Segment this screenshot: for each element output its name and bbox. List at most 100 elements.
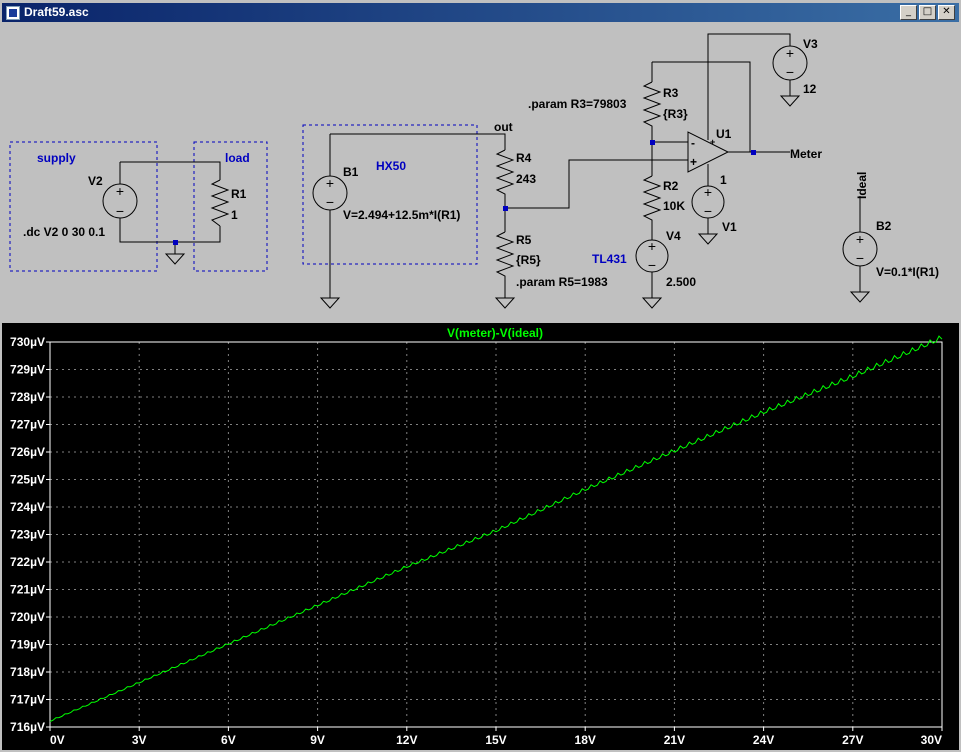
y-tick-label: 722µV: [10, 555, 45, 569]
v4-label: TL431: [592, 252, 627, 266]
junction-dot: [650, 140, 655, 145]
y-tick-label: 724µV: [10, 500, 45, 514]
opamp-minus-label: -: [691, 136, 695, 150]
y-tick-label: 727µV: [10, 418, 45, 432]
svg-text:+: +: [326, 175, 334, 191]
r3-value: {R3}: [663, 107, 688, 121]
r1-resistor: [210, 179, 230, 227]
net-meter-label: Meter: [790, 147, 822, 161]
x-tick-label: 15V: [485, 733, 506, 747]
opamp-plus-label: +: [690, 155, 697, 169]
v1-source: [691, 185, 725, 219]
x-tick-label: 9V: [310, 733, 325, 747]
plot-title[interactable]: V(meter)-V(ideal): [447, 326, 543, 340]
junction-dot: [503, 206, 508, 211]
r2-name: R2: [663, 179, 679, 193]
close-button[interactable]: ✕: [938, 5, 955, 20]
y-tick-label: 719µV: [10, 638, 45, 652]
y-tick-label: 720µV: [10, 610, 45, 624]
ltspice-app-icon[interactable]: [6, 6, 20, 20]
y-tick-label: 730µV: [10, 335, 45, 349]
svg-text:+: +: [648, 238, 656, 254]
svg-text:−: −: [786, 64, 794, 80]
v1-name: V1: [722, 220, 737, 234]
minimize-button[interactable]: _: [900, 5, 917, 20]
u1-opamp: [687, 131, 730, 173]
junction-dot: [751, 150, 756, 155]
b1-source: [312, 175, 348, 211]
x-tick-label: 24V: [753, 733, 774, 747]
title-bar[interactable]: Draft59.asc _ □ ✕: [2, 3, 959, 22]
r4-value: 243: [516, 172, 536, 186]
y-tick-label: 723µV: [10, 528, 45, 542]
hx50-box: [302, 124, 478, 265]
y-tick-label: 721µV: [10, 583, 45, 597]
b1-name: B1: [343, 165, 359, 179]
dc-directive: .dc V2 0 30 0.1: [23, 225, 105, 239]
y-tick-label: 716µV: [10, 720, 45, 734]
svg-text:+: +: [856, 231, 864, 247]
x-tick-label: 3V: [132, 733, 147, 747]
svg-text:+: +: [704, 184, 712, 200]
junction-dot: [173, 240, 178, 245]
r5-resistor: [495, 231, 515, 298]
schematic-canvas[interactable]: + − + − + − + − + − + − supply load HX50 .dc V…: [4, 24, 957, 316]
r3-resistor: [642, 81, 662, 176]
x-tick-label: 6V: [221, 733, 236, 747]
v3-source: [772, 45, 808, 81]
u1-name: U1: [716, 127, 732, 141]
x-tick-label: 0V: [50, 733, 65, 747]
load-box: [193, 141, 268, 272]
y-tick-label: 728µV: [10, 390, 45, 404]
v3-name: V3: [803, 37, 818, 51]
svg-text:−: −: [116, 203, 124, 219]
y-tick-label: 726µV: [10, 445, 45, 459]
y-tick-label: 717µV: [10, 693, 45, 707]
svg-text:−: −: [326, 194, 334, 210]
v4-source: [635, 239, 669, 273]
svg-text:+: +: [786, 45, 794, 61]
r4-name: R4: [516, 151, 532, 165]
net-out-label: out: [494, 120, 513, 134]
opamp-top-plus: +: [710, 137, 715, 147]
x-tick-label: 27V: [842, 733, 863, 747]
x-tick-label: 30V: [921, 733, 942, 747]
v4-value: 2.500: [666, 275, 696, 289]
x-tick-label: 21V: [664, 733, 685, 747]
v2-name: V2: [88, 174, 103, 188]
x-tick-label: 18V: [575, 733, 596, 747]
svg-text:−: −: [856, 250, 864, 266]
b2-name: B2: [876, 219, 892, 233]
maximize-button[interactable]: □: [919, 5, 936, 20]
supply-box: [9, 141, 158, 272]
window-title: Draft59.asc: [24, 5, 89, 19]
v4-name: V4: [666, 229, 681, 243]
plot-frame: [49, 341, 943, 728]
v1-value: 1: [720, 173, 727, 187]
svg-text:−: −: [648, 257, 656, 273]
x-tick-label: 12V: [396, 733, 417, 747]
param-r5: .param R5=1983: [516, 275, 608, 289]
svg-text:+: +: [116, 183, 124, 199]
r3-name: R3: [663, 86, 679, 100]
b2-source: [842, 231, 878, 267]
r1-value: 1: [231, 208, 238, 222]
trace-v-meter-minus-v-ideal[interactable]: [49, 335, 943, 722]
load-label: load: [225, 151, 250, 165]
y-tick-label: 718µV: [10, 665, 45, 679]
r5-value: {R5}: [516, 253, 541, 267]
v3-value: 12: [803, 82, 817, 96]
r2-resistor: [642, 175, 662, 240]
r4-resistor: [495, 149, 515, 232]
svg-text:−: −: [704, 203, 712, 219]
r5-name: R5: [516, 233, 532, 247]
supply-label: supply: [37, 151, 76, 165]
v2-source: [102, 183, 138, 219]
y-tick-label: 725µV: [10, 473, 45, 487]
waveform-plot[interactable]: V(meter)-V(ideal) 716µV 717µV 718µV 719µV 72…: [2, 323, 959, 750]
hx50-label: HX50: [376, 159, 406, 173]
r2-value: 10K: [663, 199, 685, 213]
param-r3: .param R3=79803: [528, 97, 627, 111]
b1-value: V=2.494+12.5m*I(R1): [343, 208, 460, 222]
